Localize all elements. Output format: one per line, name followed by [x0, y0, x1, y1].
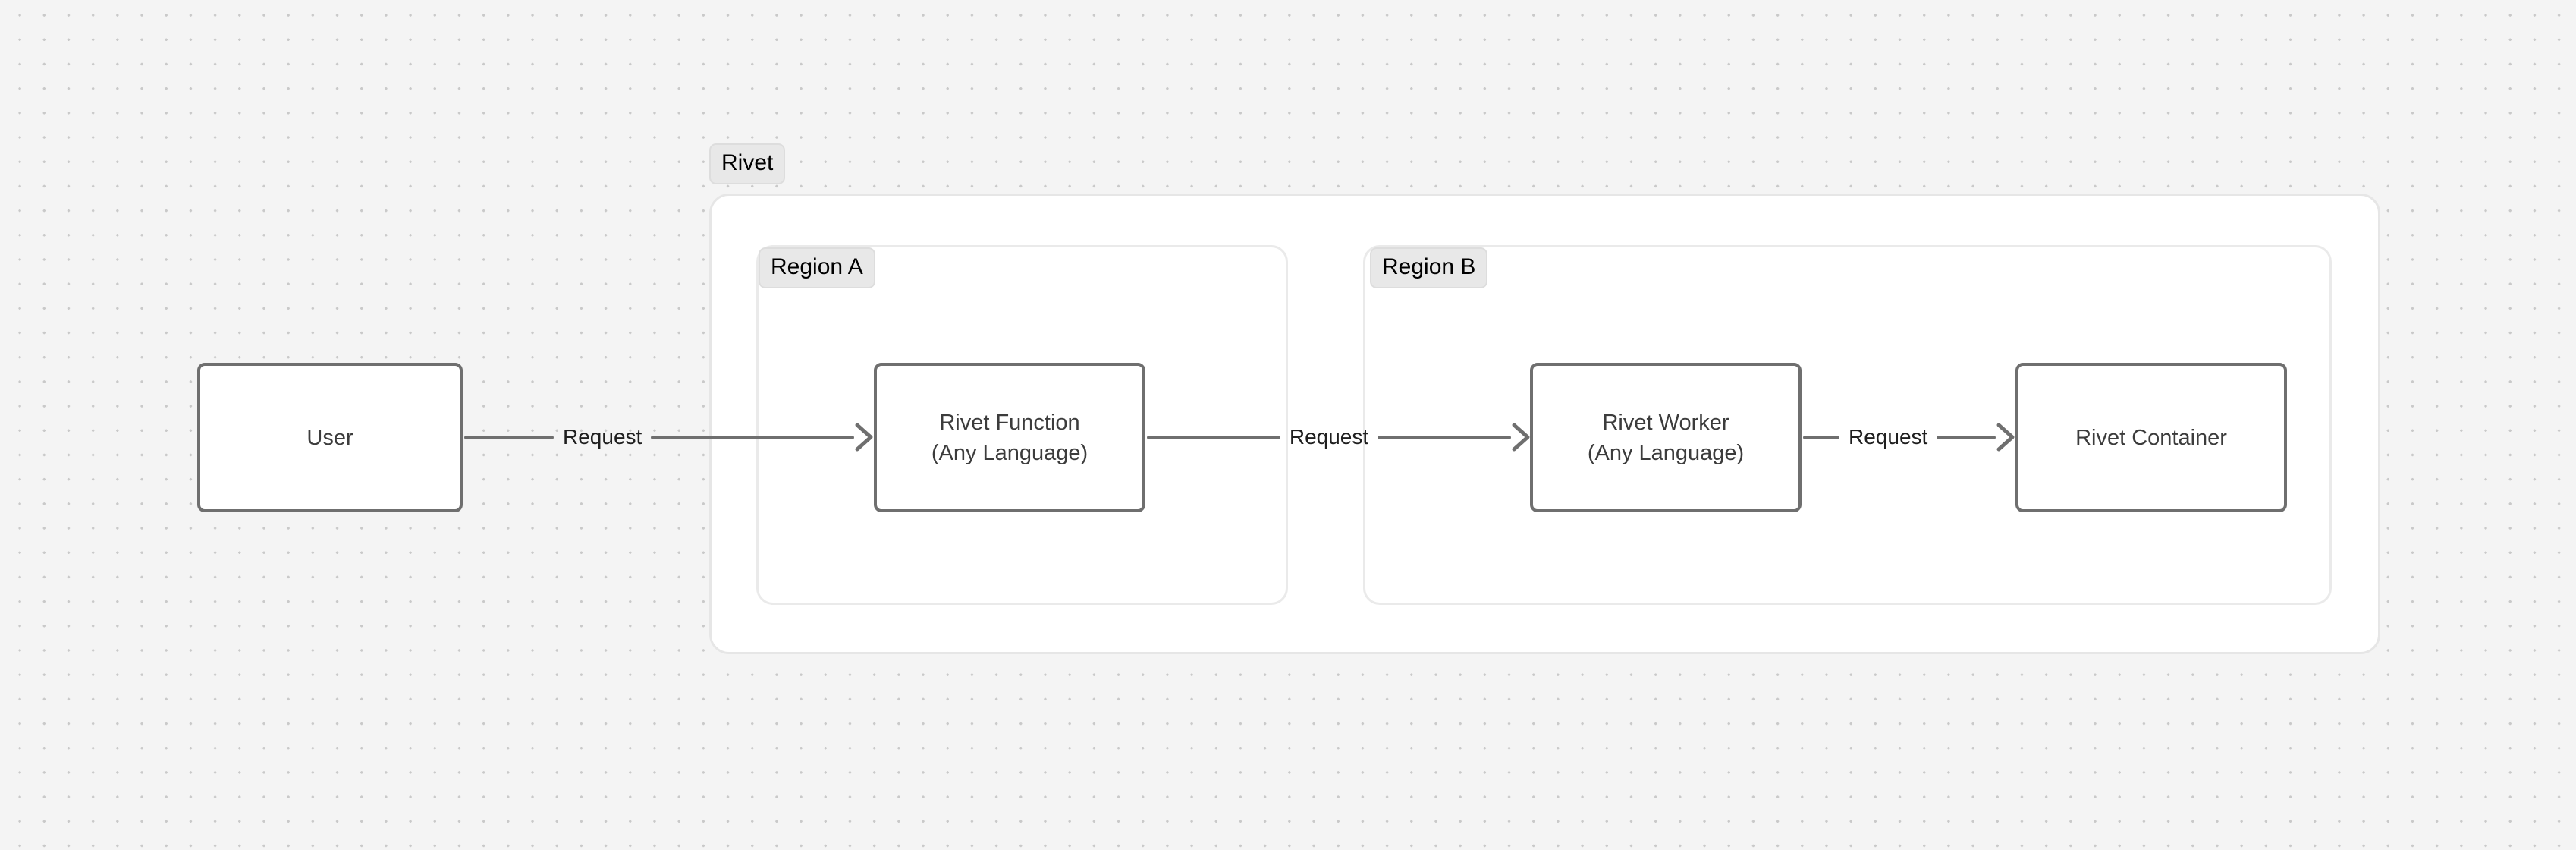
node-rivet-container[interactable]: Rivet Container — [2015, 363, 2287, 512]
edge-line-segment — [651, 435, 854, 439]
node-rivet-container-label: Rivet Container — [2075, 425, 2227, 450]
node-rivet-function[interactable]: Rivet Function (Any Language) — [874, 363, 1145, 512]
node-user-label: User — [306, 425, 353, 450]
arrowhead-right-icon — [855, 423, 873, 452]
edge-rivet-worker-to-rivet-container[interactable]: Request — [1803, 414, 2017, 460]
edge-line-segment — [464, 435, 554, 439]
edge-user-to-rivet-function[interactable]: Request — [464, 414, 875, 460]
edge-line-segment — [1937, 435, 1996, 439]
node-rivet-worker[interactable]: Rivet Worker (Any Language) — [1530, 363, 1802, 512]
group-label-region-a[interactable]: Region A — [759, 247, 875, 288]
edge-rivet-function-to-rivet-worker[interactable]: Request — [1147, 414, 1532, 460]
edge-line-segment — [1803, 435, 1839, 439]
node-rivet-function-label: Rivet Function (Any Language) — [931, 410, 1089, 465]
group-label-rivet[interactable]: Rivet — [709, 143, 786, 184]
group-label-region-b[interactable]: Region B — [1370, 247, 1488, 288]
edge-label-request: Request — [1289, 425, 1369, 449]
arrowhead-right-icon — [1996, 423, 2015, 452]
edge-line-segment — [1378, 435, 1512, 439]
node-user[interactable]: User — [197, 363, 463, 512]
edge-line-segment — [1147, 435, 1280, 439]
edge-label-request: Request — [1849, 425, 1928, 449]
node-rivet-worker-label: Rivet Worker (Any Language) — [1587, 410, 1745, 465]
edge-label-request: Request — [563, 425, 642, 449]
arrowhead-right-icon — [1512, 423, 1530, 452]
